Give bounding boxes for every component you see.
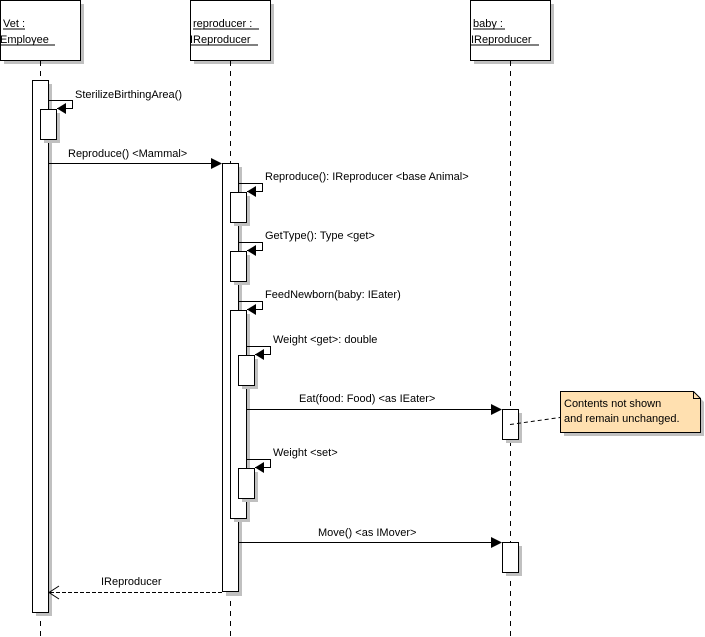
- activation-vet-main[interactable]: [32, 80, 53, 617]
- activation-box: [230, 251, 247, 282]
- lifeline-reproducer[interactable]: reproducer : IReproducer: [190, 0, 274, 637]
- activation-box: [230, 192, 247, 223]
- activation-box: [238, 468, 255, 499]
- arrowhead-icon: [211, 158, 222, 169]
- lifeline-head-box: [470, 0, 551, 61]
- note-text-line1: Contents not shown: [564, 398, 661, 410]
- activation-baby-eat[interactable]: [502, 409, 523, 444]
- arrowhead-icon: [247, 186, 256, 197]
- message-label: GetType(): Type <get>: [265, 230, 375, 242]
- note-body: [560, 391, 701, 433]
- open-arrowhead-icon: [48, 585, 60, 600]
- message-weight-set[interactable]: Weight <set>: [246, 447, 338, 473]
- lifeline-head-box: [190, 0, 271, 61]
- arrowhead-icon: [255, 462, 264, 473]
- activation-box: [502, 542, 519, 573]
- message-label: Move() <as IMover>: [318, 527, 416, 539]
- message-label: Eat(food: Food) <as IEater>: [299, 393, 435, 405]
- arrowhead-icon: [247, 245, 256, 256]
- message-reproduce-mammal[interactable]: Reproduce() <Mammal>: [49, 148, 222, 169]
- message-label: FeedNewborn(baby: IEater): [265, 289, 401, 301]
- message-label: Reproduce() <Mammal>: [68, 148, 187, 160]
- message-label: SterilizeBirthingArea(): [75, 89, 182, 101]
- arrowhead-icon: [247, 304, 256, 315]
- message-label: IReproducer: [101, 576, 162, 588]
- activation-vet-sterilize[interactable]: [40, 109, 61, 144]
- lifeline-baby[interactable]: baby : IReproducer: [470, 0, 555, 637]
- message-gettype[interactable]: GetType(): Type <get>: [238, 230, 375, 256]
- arrowhead-icon: [57, 103, 66, 114]
- message-eat[interactable]: Eat(food: Food) <as IEater>: [247, 393, 502, 415]
- activation-box: [40, 109, 57, 140]
- arrowhead-icon: [255, 349, 264, 360]
- message-label: Weight <get>: double: [273, 334, 377, 346]
- activation-reproducer-weight-get[interactable]: [238, 355, 259, 390]
- activation-reproducer-gettype[interactable]: [230, 251, 251, 286]
- lifeline-name: Vet :: [3, 18, 25, 30]
- lifeline-type: Employee: [0, 34, 49, 46]
- message-reproduce-base[interactable]: Reproduce(): IReproducer <base Animal>: [238, 171, 469, 197]
- lifeline-type: IReproducer: [190, 34, 251, 46]
- message-move[interactable]: Move() <as IMover>: [239, 527, 502, 548]
- activation-reproducer-base[interactable]: [230, 192, 251, 227]
- activation-box: [238, 355, 255, 386]
- note-text-line2: and remain unchanged.: [564, 413, 680, 425]
- note-fold-icon: [693, 391, 701, 399]
- activation-reproducer-weight-set[interactable]: [238, 468, 259, 503]
- message-feednewborn[interactable]: FeedNewborn(baby: IEater): [238, 289, 401, 315]
- message-return[interactable]: IReproducer: [48, 576, 222, 600]
- message-sterilize[interactable]: SterilizeBirthingArea(): [48, 89, 182, 114]
- lifeline-head-box: [0, 0, 81, 61]
- message-label: Weight <set>: [273, 447, 338, 459]
- lifeline-type: IReproducer: [471, 34, 532, 46]
- lifeline-name: reproducer :: [193, 18, 252, 30]
- note[interactable]: Contents not shown and remain unchanged.: [509, 391, 704, 437]
- activation-box: [32, 80, 49, 613]
- activation-baby-move[interactable]: [502, 542, 523, 577]
- arrowhead-icon: [491, 537, 502, 548]
- arrowhead-icon: [491, 404, 502, 415]
- message-weight-get[interactable]: Weight <get>: double: [246, 334, 378, 360]
- note-anchor-line: [509, 417, 561, 425]
- message-label: Reproduce(): IReproducer <base Animal>: [265, 171, 469, 183]
- lifeline-name: baby :: [473, 18, 503, 30]
